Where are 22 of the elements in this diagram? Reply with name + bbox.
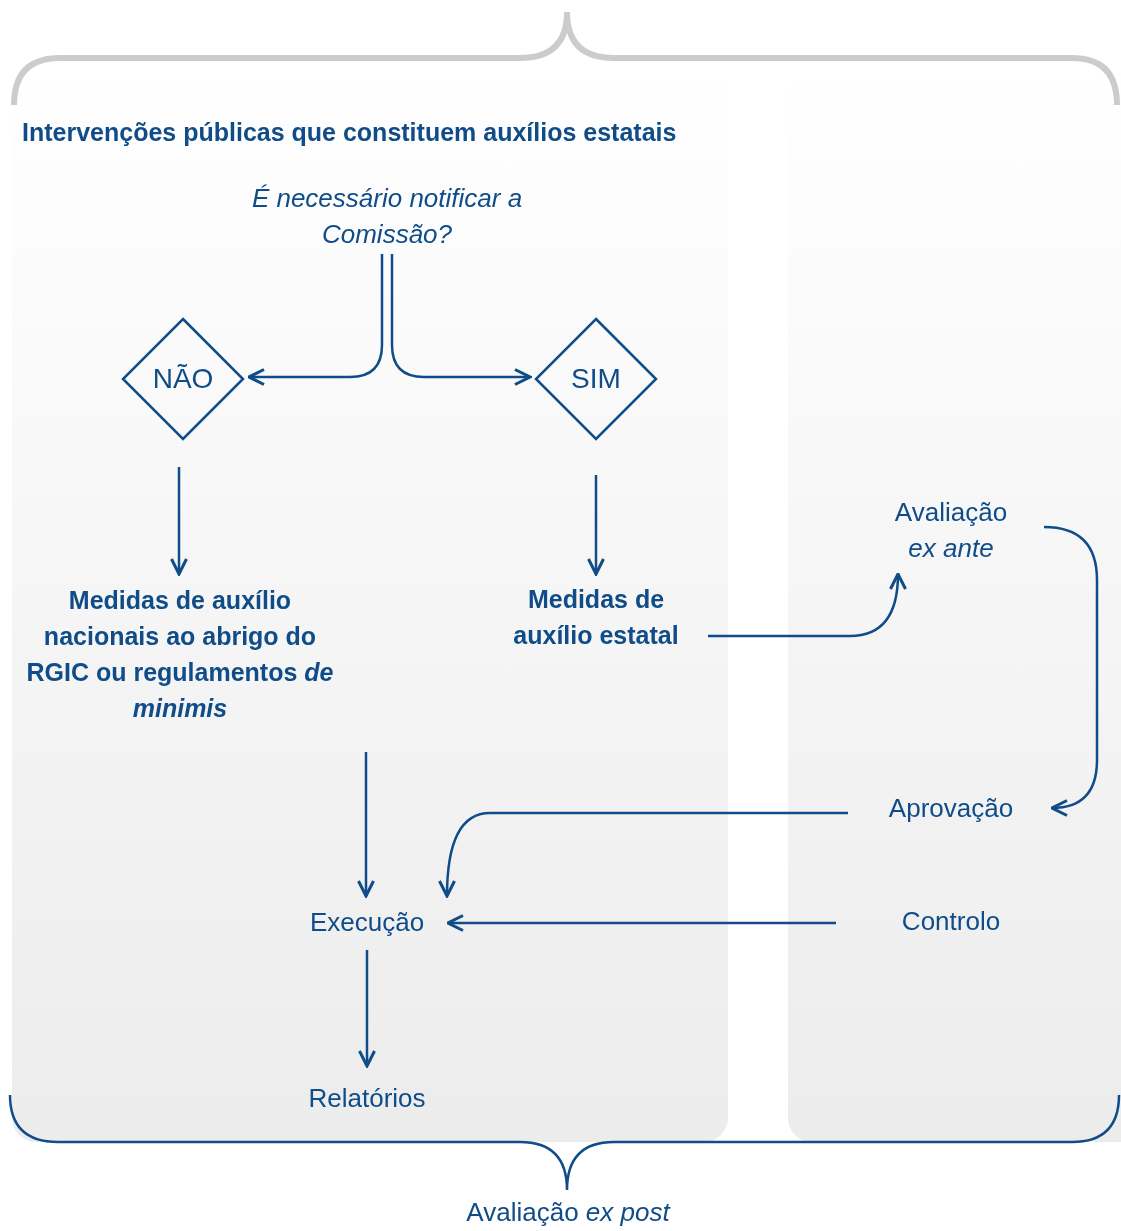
- arrow: [1043, 525, 1099, 817]
- brace-label: Avaliação ex post: [465, 1196, 672, 1228]
- decision-diamond: NÃO: [121, 317, 245, 441]
- arrow: [357, 752, 375, 898]
- arrow: [446, 914, 836, 932]
- step-text: Controlo: [840, 901, 1062, 941]
- step-text: Relatórios: [250, 1070, 484, 1126]
- arrow: [587, 475, 605, 576]
- question-text: É necessário notificar a Comissão?: [227, 180, 547, 252]
- step-text: Aprovação: [852, 788, 1050, 828]
- step-text: Avaliação ex ante: [860, 490, 1042, 570]
- arrow: [358, 950, 376, 1068]
- arrow: [170, 467, 188, 576]
- arrow: [390, 254, 532, 386]
- step-text: Execução: [292, 900, 442, 944]
- decision-diamond: SIM: [534, 317, 658, 441]
- outcome-text: Medidas de auxílio estatal: [486, 578, 706, 656]
- outcome-text: Medidas de auxílio nacionais ao abrigo do RGIC ou regulamentos de minimis: [0, 578, 360, 730]
- arrow: [438, 811, 848, 898]
- arrow: [708, 572, 907, 638]
- heading: Intervenções públicas que constituem auxílios estatais: [22, 117, 677, 148]
- arrow: [247, 254, 384, 386]
